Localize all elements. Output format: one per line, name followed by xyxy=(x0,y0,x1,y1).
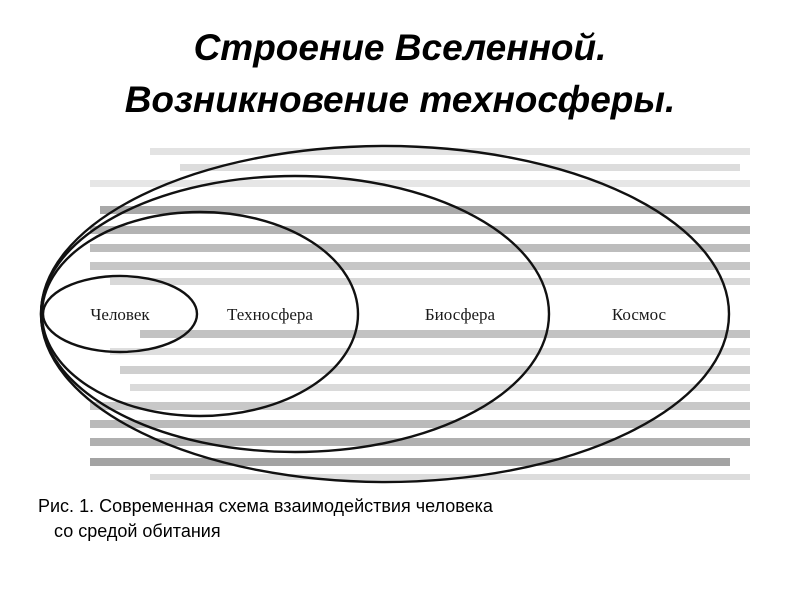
figure-caption: Рис. 1. Современная схема взаимодействия… xyxy=(38,494,738,544)
caption-line-2: со средой обитания xyxy=(54,521,221,541)
label-biosfera: Биосфера xyxy=(425,305,496,324)
title-line-2: Возникновение техносферы. xyxy=(124,79,676,120)
caption-line-1: Рис. 1. Современная схема взаимодействия… xyxy=(38,496,493,516)
spheres-diagram-svg: Человек Техносфера Биосфера Космос xyxy=(39,144,750,484)
scan-bleed-texture xyxy=(90,148,750,480)
label-chelovek: Человек xyxy=(90,305,150,324)
spheres-diagram: Человек Техносфера Биосфера Космос xyxy=(30,140,770,490)
label-tekhnosfera: Техносфера xyxy=(227,305,313,324)
ellipse-chelovek xyxy=(41,274,199,354)
title-line-1: Строение Вселенной. xyxy=(193,27,607,68)
slide-title: Строение Вселенной. Возникновение технос… xyxy=(0,22,800,126)
label-kosmos: Космос xyxy=(612,305,667,324)
